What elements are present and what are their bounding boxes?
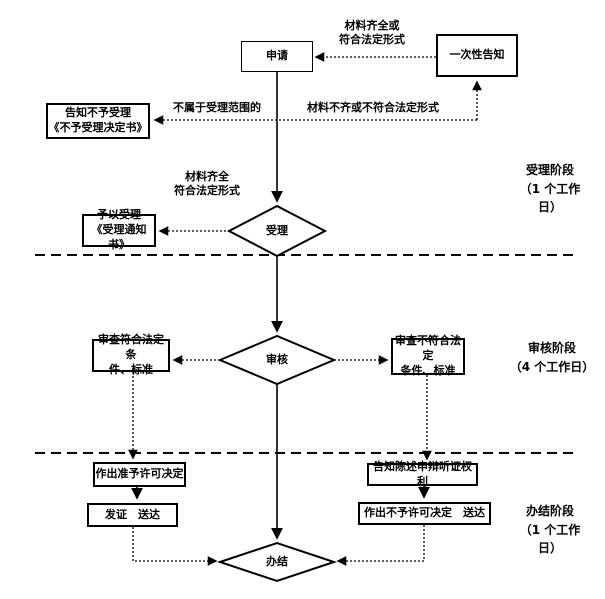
stage-label-review: 审核阶段 （4 个工作日） [509,341,595,374]
node-accept-notice: 予以受理 《受理通知书》 [82,208,156,251]
edge-label-materials-complete-legal: 材料齐全 符合法定形式 [174,170,240,197]
node-grant-decision: 作出准予许可决定 [93,462,186,487]
label-review-decision: 审核 [266,352,288,366]
node-hearing-rights: 告知陈述申辩听证权利 [367,460,478,488]
node-one-time-notice: 一次性告知 [436,34,518,77]
diamond-review-decision [217,334,337,386]
node-apply: 申请 [241,41,313,72]
edge-issue-to-finish [132,527,218,566]
edge-label-materials-complete-or-legal: 材料齐全或 符合法定形式 [339,19,405,46]
stage-label-finish: 办结阶段 （1 个工作 日） [519,504,581,556]
edge-label-materials-incomplete: 材料不齐或不符合法定形式 [307,101,439,114]
diamond-accept-decision [226,204,328,258]
edge-label-not-in-scope: 不属于受理范围的 [173,101,261,114]
node-review-fail: 审查不符合法定 条件、标准 [391,334,465,377]
node-reject-notice: 告知不予受理 《不予受理决定书》 [46,103,150,139]
label-finish: 办结 [266,554,288,568]
stage-label-accept: 受理阶段 （1 个工作 日） [519,163,581,215]
diamond-finish [216,541,338,583]
node-review-pass: 审查符合法定条 件、标准 [92,333,170,376]
node-issue-deliver: 发证 送达 [87,503,178,527]
edge-deny-to-finish [336,525,425,566]
node-deny-deliver: 作出不予许可决定 送达 [358,502,491,525]
label-accept-decision: 受理 [266,223,288,237]
